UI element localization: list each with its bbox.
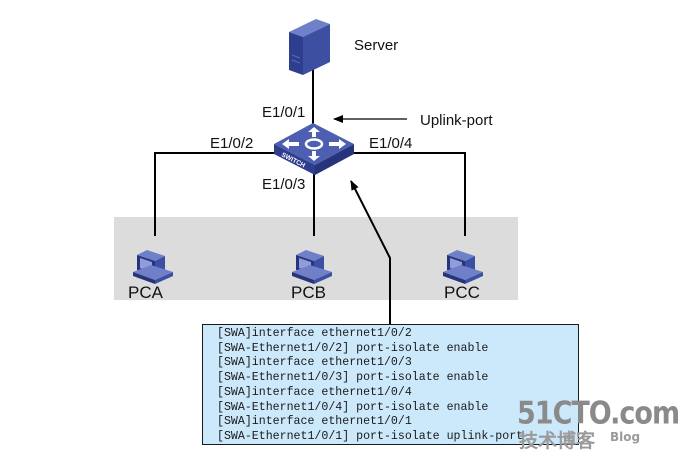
pc-label-pcb: PCB — [291, 283, 326, 302]
watermark-subtitle: 技术博客 — [519, 430, 596, 452]
switch-icon — [274, 123, 354, 175]
command-line: [SWA-Ethernet1/0/4] port-isolate enable — [217, 400, 489, 414]
command-line: [SWA]interface ethernet1/0/2 — [217, 327, 412, 340]
server-label: Server — [354, 37, 399, 54]
pc-icon-pca — [133, 250, 173, 284]
pc-label-pca: PCA — [128, 283, 163, 302]
callout-arrow — [350, 180, 391, 325]
command-line: [SWA-Ethernet1/0/1] port-isolate uplink-… — [217, 429, 524, 443]
link-switch-pcc — [340, 152, 466, 236]
network-diagram: SWITCH Server Uplink-port E1/0/1 E1/0/2 … — [114, 19, 679, 456]
port-label-e1-0-3: E1/0/3 — [262, 176, 306, 193]
port-label-e1-0-2: E1/0/2 — [210, 135, 254, 152]
command-line: [SWA-Ethernet1/0/3] port-isolate enable — [217, 371, 489, 385]
diagram-lines: SWITCH — [133, 19, 483, 325]
command-line: [SWA-Ethernet1/0/2] port-isolate enable — [217, 341, 489, 355]
pc-icon-pcc — [443, 250, 483, 284]
command-line: [SWA]interface ethernet1/0/4 — [217, 385, 412, 399]
port-label-e1-0-4: E1/0/4 — [369, 135, 413, 152]
pc-icon-pcb — [292, 250, 332, 284]
watermark: 51CTO.com 技术博客 Blog — [517, 396, 679, 456]
watermark-blog: Blog — [610, 430, 641, 444]
port-label-e1-0-1: E1/0/1 — [262, 104, 306, 121]
pc-label-pcc: PCC — [444, 283, 480, 302]
watermark-brand: 51CTO.com — [517, 396, 679, 432]
server-icon — [289, 19, 330, 75]
link-switch-pca — [154, 152, 290, 236]
command-line: [SWA]interface ethernet1/0/1 — [217, 415, 412, 429]
command-box: [SWA]interface ethernet1/0/2 [SWA-Ethern… — [202, 324, 579, 445]
uplink-port-annotation: Uplink-port — [420, 112, 493, 129]
command-line: [SWA]interface ethernet1/0/3 — [217, 356, 412, 370]
